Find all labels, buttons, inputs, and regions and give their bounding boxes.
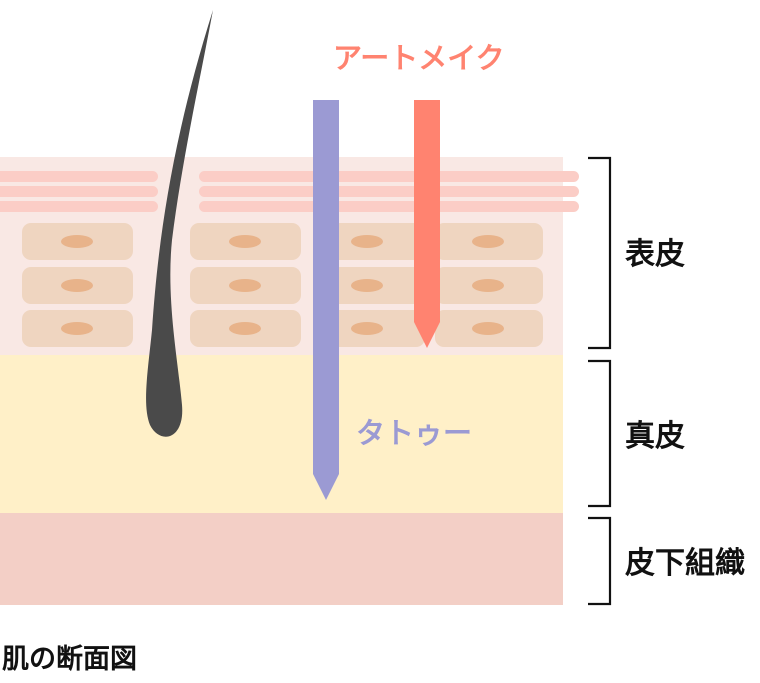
cell-nucleus xyxy=(351,322,383,335)
cell-nucleus xyxy=(351,235,383,248)
art-make-label: アートメイク xyxy=(333,41,505,75)
stratum-corneum-stripes xyxy=(0,171,579,212)
cell-nucleus xyxy=(229,235,261,248)
cell-nucleus xyxy=(61,235,93,248)
epidermis-bracket xyxy=(588,156,612,350)
cell-nucleus xyxy=(472,322,504,335)
subcutaneous-bracket xyxy=(588,516,612,606)
dermis-layer xyxy=(0,355,563,513)
cell-nucleus xyxy=(472,235,504,248)
cell-nucleus xyxy=(229,279,261,292)
tattoo-needle xyxy=(313,100,339,500)
cell-nucleus xyxy=(61,322,93,335)
subcutaneous-label: 皮下組織 xyxy=(625,546,745,581)
cell-nucleus xyxy=(351,279,383,292)
tattoo-label: タトゥー xyxy=(356,416,472,450)
art-make-needle xyxy=(414,100,440,348)
epidermis-label: 表皮 xyxy=(625,237,685,272)
dermis-bracket xyxy=(588,359,612,508)
subcutaneous-layer xyxy=(0,513,563,605)
hair-icon xyxy=(146,10,213,437)
dermis-label: 真皮 xyxy=(625,419,685,454)
cell-nucleus xyxy=(472,279,504,292)
cell-nucleus xyxy=(61,279,93,292)
diagram-title: 肌の断面図 xyxy=(2,644,137,675)
epidermal-cells xyxy=(22,223,543,347)
cell-nucleus xyxy=(229,322,261,335)
layer-brackets xyxy=(588,156,612,606)
